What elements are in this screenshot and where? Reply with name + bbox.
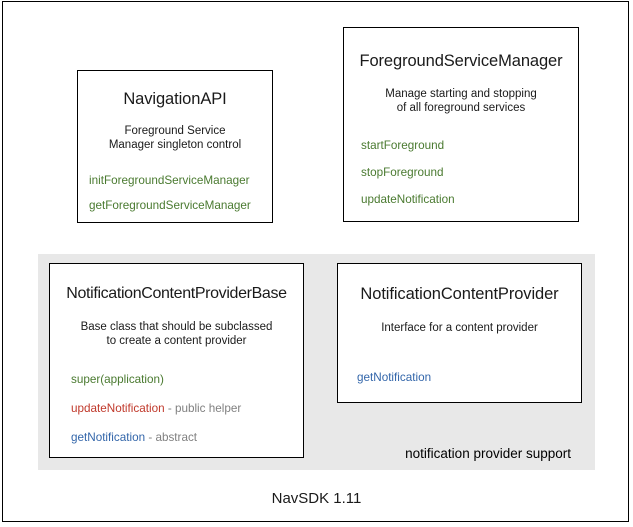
member-row[interactable]: startForeground [361,139,578,153]
member-row[interactable]: updateNotification [361,193,578,207]
class-description-navigation-api: Foreground Service Manager singleton con… [78,125,272,152]
member-name: super(application) [71,373,164,386]
class-description-line: to create a content provider [106,334,247,347]
class-title-notification-content-provider: NotificationContentProvider [360,285,559,303]
member-row[interactable]: getNotification [357,371,581,385]
member-list-navigation-api: initForegroundServiceManager getForegrou… [78,174,272,213]
class-title-notification-content-provider-base: NotificationContentProviderBase [66,285,287,302]
class-title-foreground-service-manager: ForegroundServiceManager [359,52,563,70]
diagram-footer-caption: NavSDK 1.11 [271,490,362,507]
class-description-notification-content-provider-base: Base class that should be subclassed to … [50,321,303,348]
class-description-line: Base class that should be subclassed [80,321,273,333]
class-box-foreground-service-manager[interactable]: ForegroundServiceManager Manage starting… [343,27,579,222]
member-row[interactable]: stopForeground [361,166,578,180]
member-list-foreground-service-manager: startForeground stopForeground updateNot… [344,139,578,207]
class-description-notification-content-provider: Interface for a content provider [338,322,581,336]
class-title-navigation-api: NavigationAPI [123,90,227,108]
member-row[interactable]: updateNotification - public helper [71,402,303,416]
member-name: updateNotification [71,402,165,415]
member-name: getNotification [71,431,146,444]
class-description-line: Manager singleton control [108,138,242,151]
group-label: notification provider support [405,446,571,461]
class-description-line: Foreground Service [124,125,226,137]
member-row[interactable]: getForegroundServiceManager [89,199,272,213]
member-row[interactable]: initForegroundServiceManager [89,174,272,188]
class-description-foreground-service-manager: Manage starting and stopping of all fore… [344,88,578,115]
class-box-notification-content-provider[interactable]: NotificationContentProvider Interface fo… [337,263,582,403]
member-row[interactable]: super(application) [71,373,303,387]
member-name: getNotification [357,370,432,384]
member-name: initForegroundServiceManager [89,174,250,187]
class-description-line: Manage starting and stopping [385,88,537,100]
class-description-line: of all foreground services [396,101,526,114]
member-row[interactable]: getNotification - abstract [71,431,303,445]
class-description-line: Interface for a content provider [381,322,538,334]
member-note: - abstract [145,431,198,444]
member-name: stopForeground [361,166,444,179]
member-list-notification-content-provider: getNotification [338,371,581,385]
member-name: startForeground [361,139,445,152]
member-note: - public helper [164,402,242,415]
member-name: updateNotification [361,193,455,206]
class-box-notification-content-provider-base[interactable]: NotificationContentProviderBase Base cla… [49,263,304,458]
member-list-notification-content-provider-base: super(application) updateNotification - … [50,373,303,445]
member-name: getForegroundServiceManager [89,199,251,212]
class-box-navigation-api[interactable]: NavigationAPI Foreground Service Manager… [77,70,273,223]
